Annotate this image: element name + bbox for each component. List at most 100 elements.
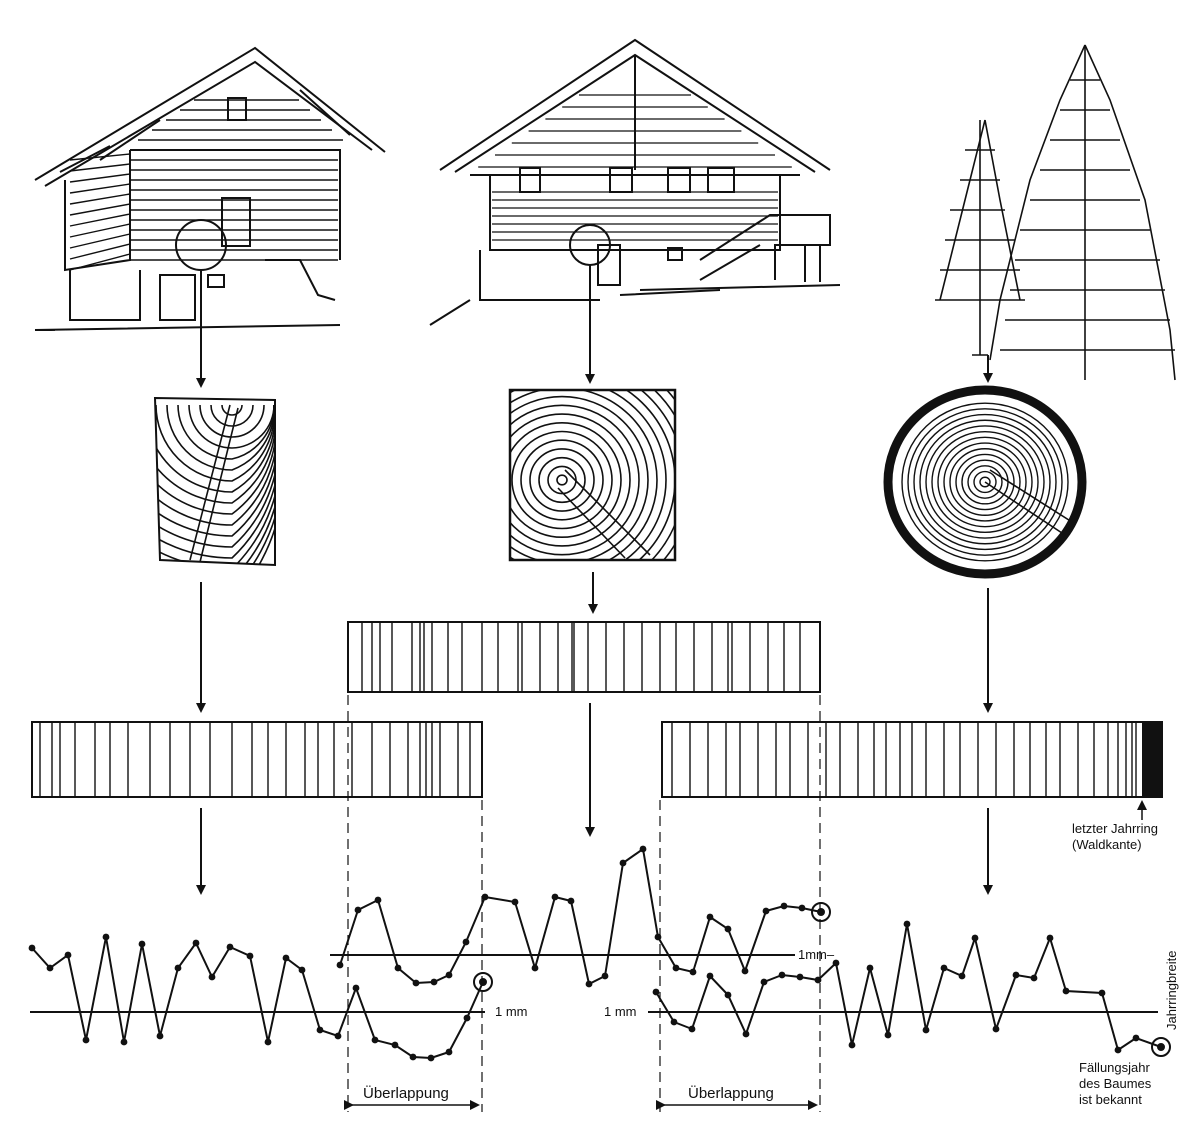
curve-point <box>585 980 593 988</box>
last-ring-label-1: letzter Jahrring <box>1072 821 1158 836</box>
mm-label-middle: 1mm– <box>798 947 835 962</box>
curve-point <box>374 896 382 904</box>
curve-point <box>741 967 749 975</box>
curve-point <box>922 1026 930 1034</box>
curve-point <box>371 1036 379 1044</box>
curve-point <box>138 940 146 948</box>
curve-point <box>796 973 804 981</box>
curve-point <box>463 1014 471 1022</box>
curve-point <box>246 952 254 960</box>
curve-point <box>316 1026 324 1034</box>
curve-point <box>724 925 732 933</box>
curve-point <box>778 971 786 979</box>
curve-point <box>64 951 72 959</box>
curve-left <box>31 936 484 1060</box>
curve-point <box>992 1025 1000 1033</box>
curve-point <box>1132 1034 1140 1042</box>
curve-point <box>601 972 609 980</box>
curve-point <box>706 972 714 980</box>
curve-point <box>445 971 453 979</box>
curve-middle <box>339 847 822 986</box>
curve-point <box>412 979 420 987</box>
bullseye-icon <box>1151 1037 1171 1057</box>
curve-point <box>619 859 627 867</box>
curve-point <box>798 904 806 912</box>
curve-point <box>762 907 770 915</box>
curve-point <box>551 893 559 901</box>
curve-point <box>462 938 470 946</box>
old-house-icon <box>34 46 386 331</box>
curve-point <box>652 988 660 996</box>
curve-point <box>760 978 768 986</box>
curve-point <box>430 978 438 986</box>
curve-point <box>814 976 822 984</box>
curve-point <box>780 902 788 910</box>
curve-point <box>156 1032 164 1040</box>
curve-point <box>352 984 360 992</box>
curve-point <box>706 913 714 921</box>
curve-point <box>226 943 234 951</box>
curve-point <box>689 968 697 976</box>
curve-point <box>832 959 840 967</box>
curve-point <box>958 972 966 980</box>
curve-point <box>120 1038 128 1046</box>
curve-point <box>28 944 36 952</box>
curve-point <box>336 961 344 969</box>
curve-point <box>567 897 575 905</box>
curve-point <box>1114 1046 1122 1054</box>
wood-sample-icon <box>508 388 677 562</box>
bullseye-icon <box>473 972 493 992</box>
curve-point <box>672 964 680 972</box>
curve-point <box>1046 934 1054 942</box>
curve-point <box>531 964 539 972</box>
curve-point <box>971 934 979 942</box>
curve-point <box>724 991 732 999</box>
curve-point <box>298 966 306 974</box>
overlap-label-2: Überlappung <box>688 1084 774 1102</box>
mm-label-left: 1 mm <box>495 1004 528 1019</box>
curve-point <box>102 933 110 941</box>
curve-point <box>688 1025 696 1033</box>
curve-point <box>742 1030 750 1038</box>
curve-point <box>884 1031 892 1039</box>
curve-point <box>639 845 647 853</box>
curve-point <box>354 906 362 914</box>
curve-point <box>445 1048 453 1056</box>
curve-point <box>866 964 874 972</box>
last-ring-label-2: (Waldkante) <box>1072 837 1142 852</box>
core-strip-right <box>661 721 1163 798</box>
spruce-trees-icon <box>935 44 1176 381</box>
curve-point <box>940 964 948 972</box>
curve-right <box>655 923 1162 1052</box>
curve-point <box>391 1041 399 1049</box>
overlap-label-1: Überlappung <box>363 1084 449 1102</box>
curve-point <box>1030 974 1038 982</box>
curve-point <box>511 898 519 906</box>
curve-point <box>334 1032 342 1040</box>
curve-point <box>82 1036 90 1044</box>
curve-point <box>848 1041 856 1049</box>
curve-point <box>1098 989 1106 997</box>
curve-point <box>46 964 54 972</box>
core-strip-middle <box>347 621 821 693</box>
chalet-icon <box>429 38 841 326</box>
bullseye-icon <box>811 902 831 922</box>
curve-point <box>670 1018 678 1026</box>
curve-point <box>264 1038 272 1046</box>
felling-label-3: ist bekannt <box>1079 1092 1142 1107</box>
curve-point <box>192 939 200 947</box>
overlap-guides <box>347 695 821 1112</box>
curve-point <box>903 920 911 928</box>
curve-point <box>1062 987 1070 995</box>
core-strip-left <box>31 721 483 798</box>
curve-point <box>427 1054 435 1062</box>
tree-disc-icon <box>883 385 1087 579</box>
axis-label: Jahrringbreite <box>1164 951 1179 1031</box>
curve-point <box>654 933 662 941</box>
curve-point <box>282 954 290 962</box>
curve-point <box>481 893 489 901</box>
curve-point <box>409 1053 417 1061</box>
curve-point <box>208 973 216 981</box>
curve-point <box>1012 971 1020 979</box>
